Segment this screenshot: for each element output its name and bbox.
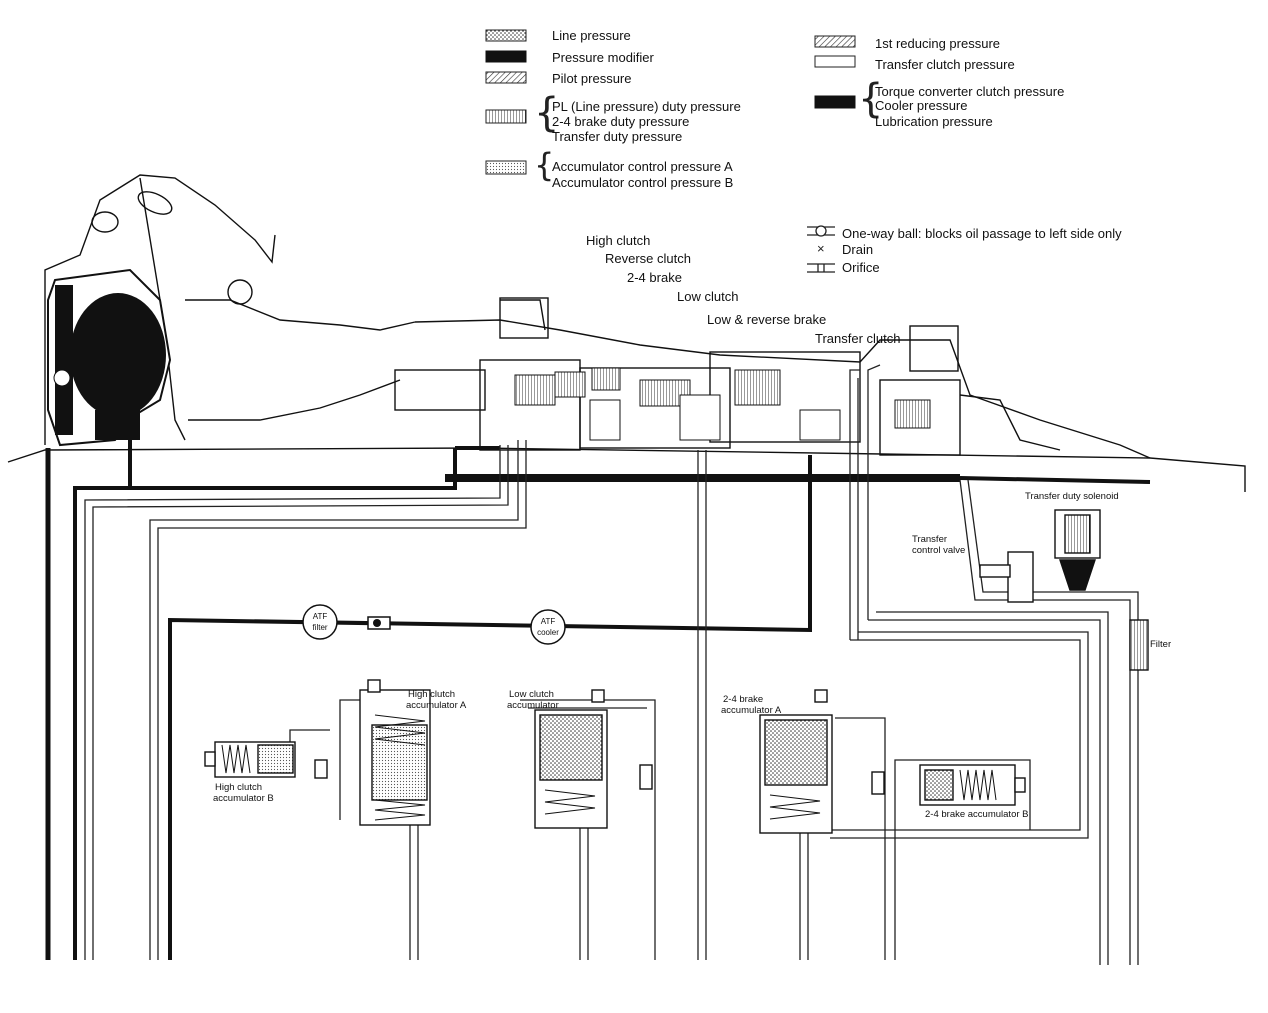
accumulators [204,679,1026,834]
legend-swatches [485,29,856,175]
legend-pilot-pressure: Pilot pressure [552,71,632,86]
swatch-1st-reducing [814,35,856,48]
legend-transfer-clutch: Transfer clutch pressure [875,57,1015,72]
label-lc-acc-1: Low clutch [509,689,554,700]
swatch-torque-converter [814,95,856,109]
legend-one-way-ball: One-way ball: blocks oil passage to left… [842,226,1122,241]
torque-converter [47,268,172,447]
label-transfer-duty-solenoid: Transfer duty solenoid [1025,491,1119,502]
legend-brace-torque: { [858,76,884,122]
label-24-acc-b: 2-4 brake accumulator B [925,809,1029,820]
swatch-pressure-modifier [485,50,527,63]
label-hc-acc-b-2: accumulator B [213,793,274,804]
legend-24-brake-duty: 2-4 brake duty pressure [552,114,690,129]
legend-1st-reducing: 1st reducing pressure [875,36,1001,51]
label-high-clutch: High clutch [586,233,651,248]
swatch-accumulator-control [485,160,527,175]
label-atf-cooler-1: ATF [540,617,556,626]
swatch-transfer-clutch [814,55,856,68]
legend-cooler: Cooler pressure [875,98,968,113]
atf-cooler-icon [530,609,566,645]
legend-pl-duty: PL (Line pressure) duty pressure [552,99,741,114]
legend-acc-control-a: Accumulator control pressure A [552,159,733,174]
clutch-packs [514,367,931,441]
label-transfer-clutch: Transfer clutch [815,331,901,346]
label-transfer-control-valve-2: control valve [912,545,966,556]
label-hc-acc-a-1: High clutch [408,689,455,700]
label-low-reverse-brake: Low & reverse brake [707,312,827,327]
label-lc-acc-2: accumulator [507,700,559,711]
label-low-clutch: Low clutch [677,289,739,304]
label-24-brake: 2-4 brake [627,270,682,285]
swatch-pilot-pressure [485,71,527,84]
filter-icon [1129,619,1149,671]
label-transfer-control-valve-1: Transfer [912,534,948,545]
label-24-acc-a-2: accumulator A [721,705,782,716]
legend-line-pressure: Line pressure [552,28,631,43]
legend-brace-duty: { [534,90,560,136]
transfer-components [979,509,1149,671]
legend-pressure-modifier: Pressure modifier [552,50,654,65]
legend-symbols: × [807,225,835,273]
legend-lubrication: Lubrication pressure [875,114,993,129]
transfer-control-valve-icon [1007,551,1034,603]
label-atf-filter-2: filter [312,623,328,632]
label-hc-acc-b-1: High clutch [215,782,262,793]
swatch-duty-pressure [485,109,527,124]
label-hc-acc-a-2: accumulator A [406,700,467,711]
cooler-circuit [302,604,566,645]
label-atf-cooler-2: cooler [537,628,559,637]
label-atf-filter-1: ATF [312,612,328,621]
atf-filter-icon [302,604,338,640]
legend-transfer-duty: Transfer duty pressure [552,129,683,144]
legend-brace-accumulator: { [534,146,555,184]
legend-acc-control-b: Accumulator control pressure B [552,175,734,190]
label-reverse-clutch: Reverse clutch [605,251,691,266]
legend-drain: Drain [842,242,874,257]
swatch-line-pressure [485,29,527,42]
legend-torque-converter: Torque converter clutch pressure [875,84,1065,99]
transmission-housing [7,174,1246,492]
label-24-acc-a-1: 2-4 brake [723,694,764,705]
svg-text:×: × [817,241,825,256]
legend-orifice: Orifice [842,260,880,275]
label-filter: Filter [1150,639,1172,650]
hydraulic-lines [45,364,1151,965]
